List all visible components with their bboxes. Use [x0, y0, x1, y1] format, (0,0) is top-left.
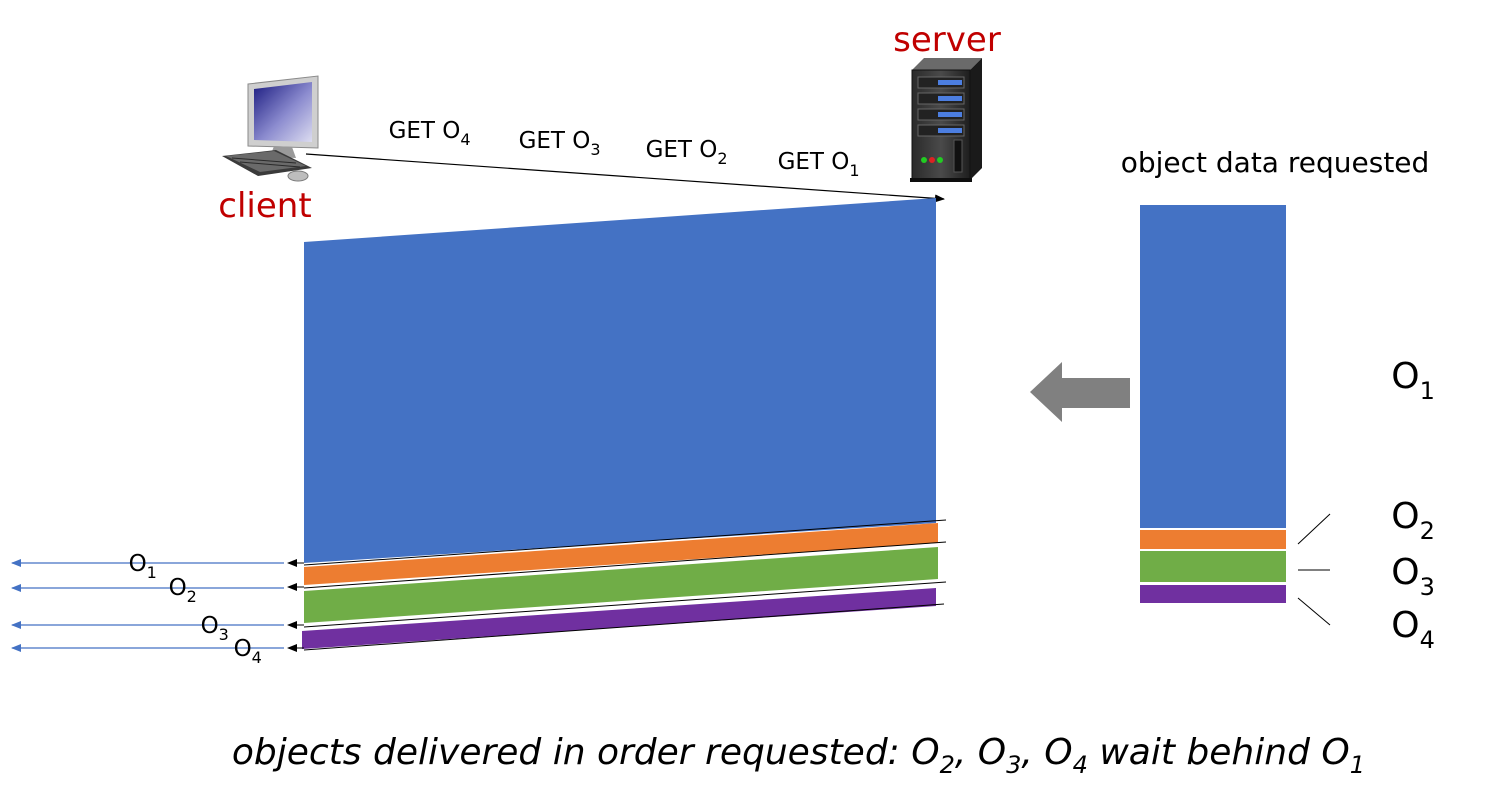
object-label-o4: O4 — [1334, 605, 1469, 657]
desktop-computer-icon — [222, 75, 319, 182]
band-separator — [303, 519, 947, 566]
band-separator — [303, 581, 947, 628]
o4-transmission-band — [302, 588, 936, 649]
client-label: client — [218, 186, 311, 226]
band-separator — [303, 603, 945, 651]
response-label-o4: O4 — [197, 636, 284, 669]
object-label-o2: O2 — [1334, 496, 1469, 548]
object-o3-block — [1140, 551, 1286, 582]
request-arrow — [305, 153, 945, 203]
get-request-label: GET O4 — [352, 118, 493, 151]
get-request-label: GET O1 — [741, 149, 882, 182]
server-label: server — [893, 20, 1001, 60]
band-separator — [303, 541, 947, 589]
response-label-o2: O2 — [132, 575, 219, 608]
response-label-o1: O1 — [92, 551, 179, 584]
response-label-o3: O3 — [164, 613, 251, 646]
object-o1-block — [1140, 205, 1286, 528]
leader-line — [1297, 513, 1331, 545]
o2-transmission-band — [304, 523, 938, 585]
diagram-caption: objects delivered in order requested: O2… — [175, 732, 1400, 782]
server-tower-icon — [910, 58, 982, 182]
get-request-label: GET O2 — [609, 137, 750, 170]
o3-transmission-band — [304, 547, 938, 623]
object-o2-block — [1140, 530, 1286, 549]
o1-transmission-band — [304, 198, 936, 563]
object-data-heading: object data requested — [1121, 146, 1430, 179]
get-request-label: GET O3 — [482, 128, 623, 161]
object-label-o1: O1 — [1334, 356, 1469, 408]
left-arrow-icon — [1030, 362, 1130, 422]
leader-line — [1297, 597, 1331, 626]
object-label-o3: O3 — [1334, 552, 1469, 604]
object-o4-block — [1140, 585, 1286, 603]
